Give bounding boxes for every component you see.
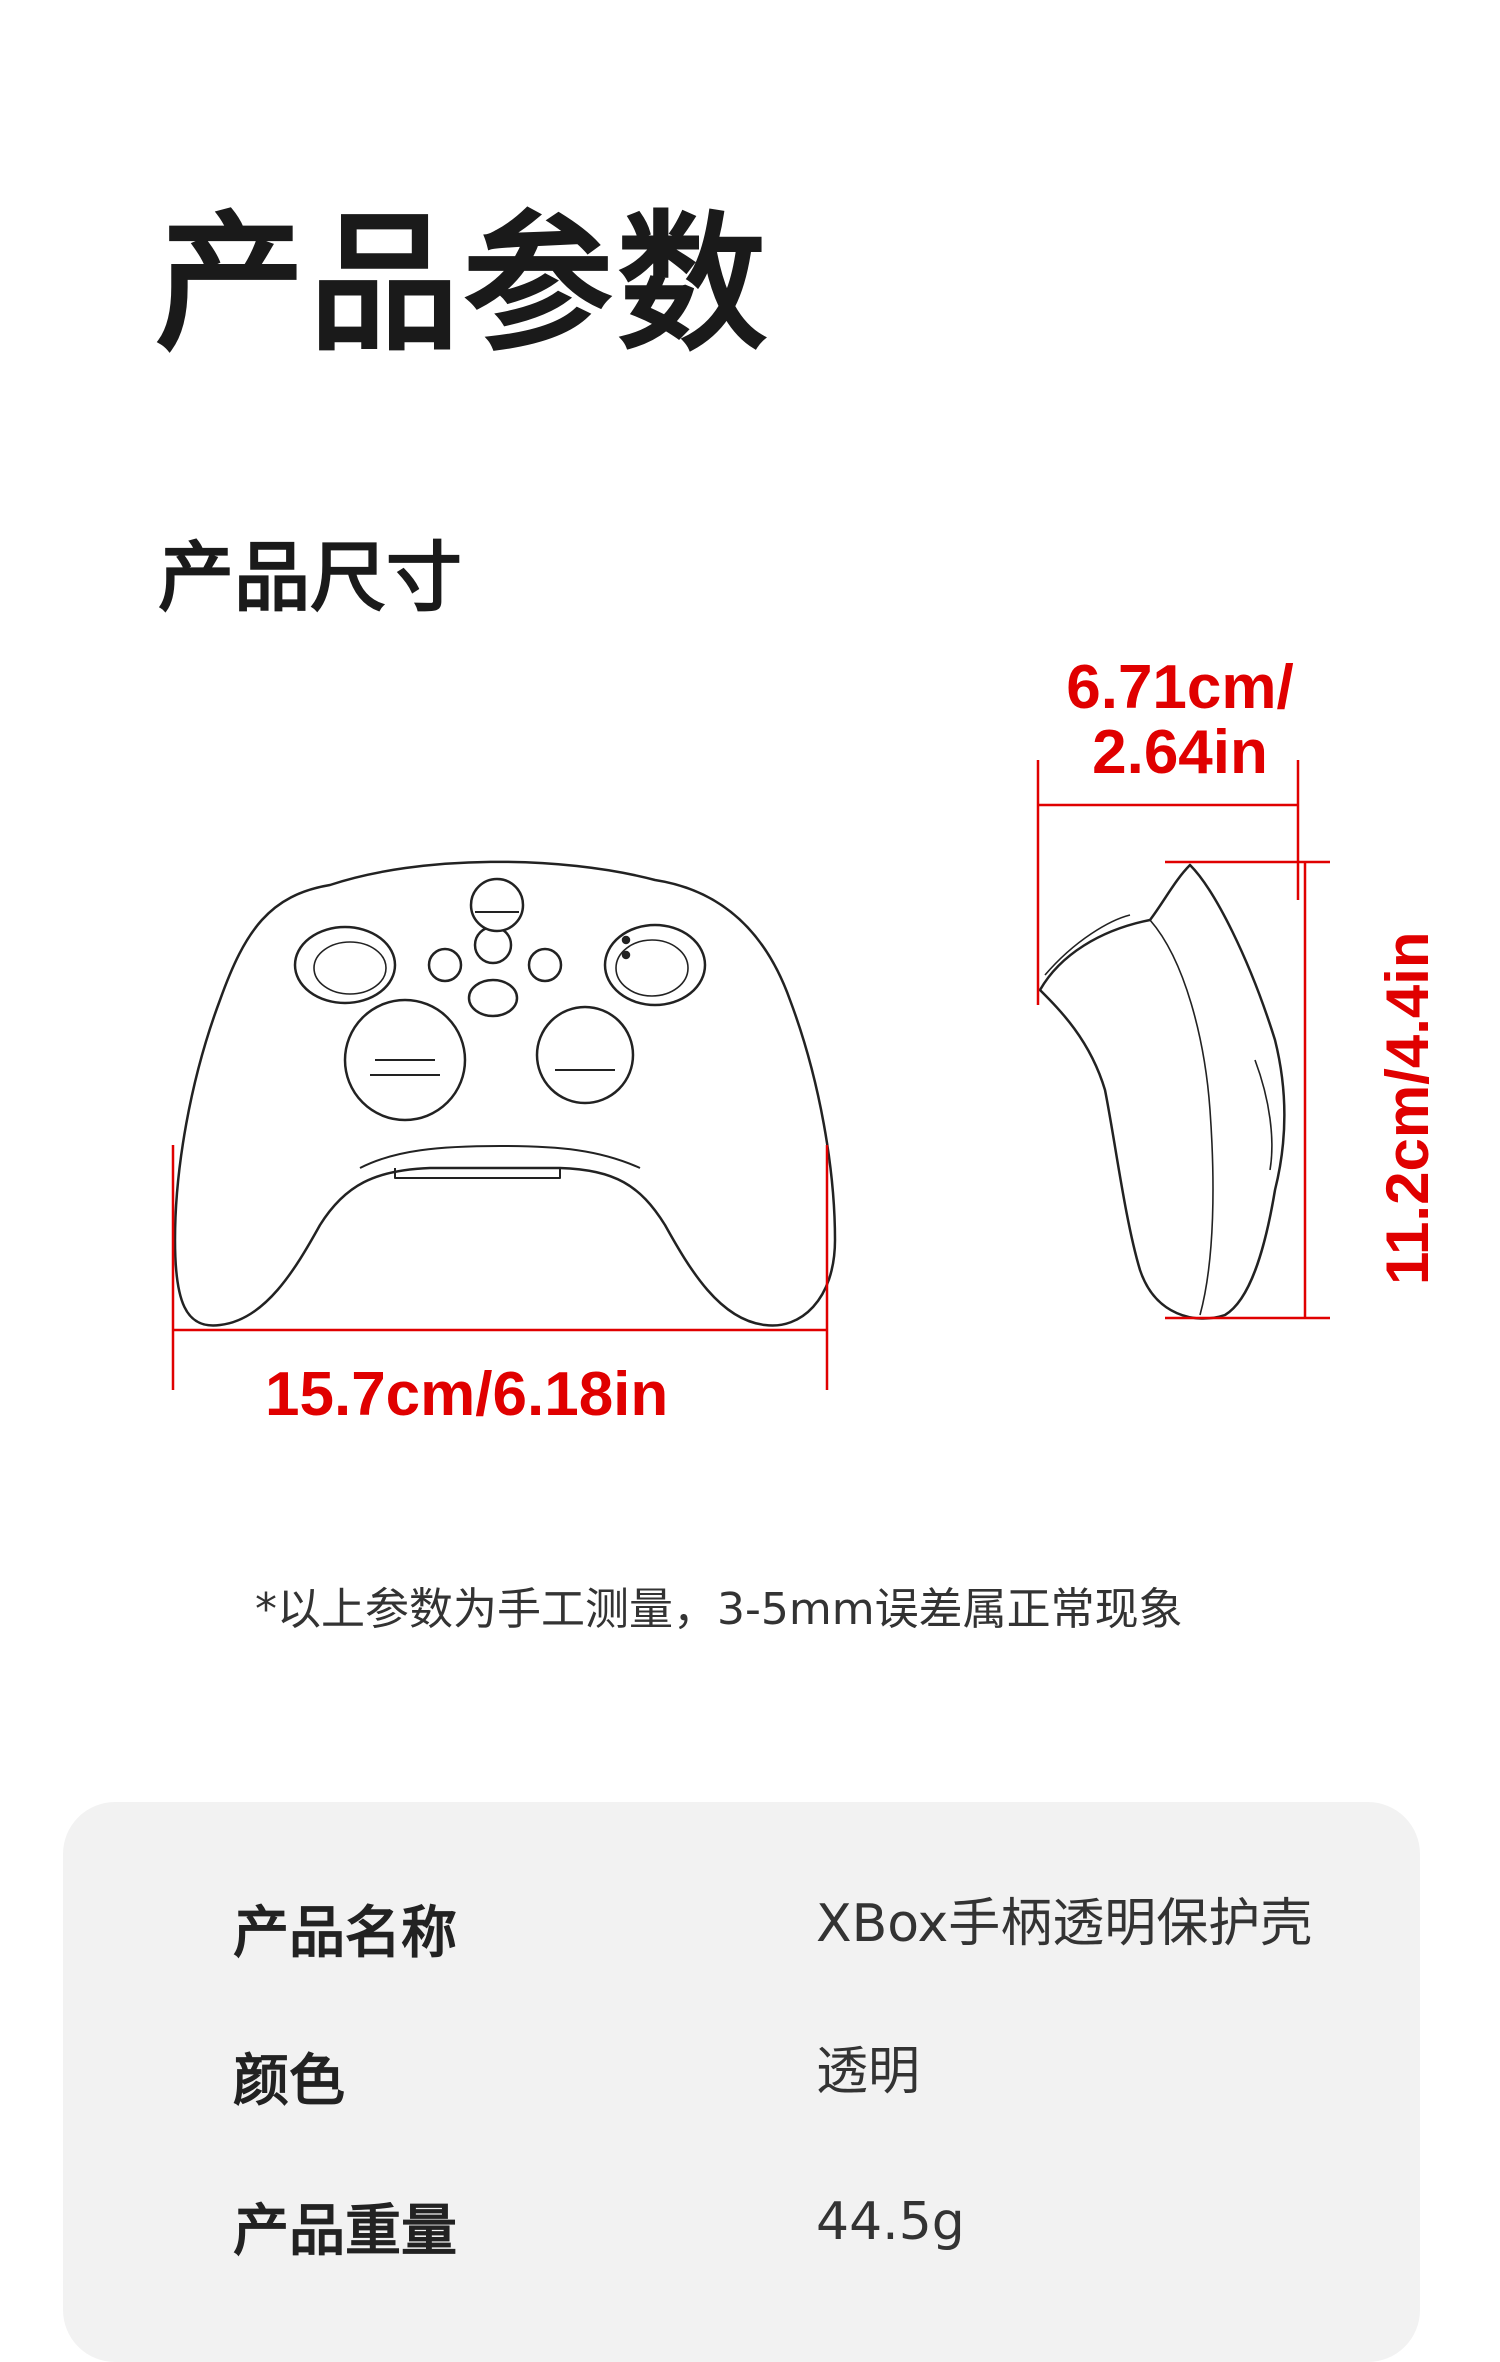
section-title-dimensions: 产品尺寸: [158, 533, 462, 622]
depth-dimension-in: 2.64in: [1092, 718, 1268, 788]
height-dimension-label: 11.2cm/4.4in: [1374, 931, 1441, 1285]
spec-value: 透明: [816, 2042, 921, 2102]
depth-dimension-cm: 6.71cm/: [1066, 653, 1294, 722]
spec-row-weight: 产品重量 44.5g: [63, 2186, 1420, 2266]
spec-value: XBox手柄透明保护壳: [816, 1894, 1313, 1954]
depth-dimension-line: [1036, 760, 1300, 1005]
spec-row-name: 产品名称 XBox手柄透明保护壳: [63, 1888, 1420, 1968]
depth-dimension-label: 6.71cm/ 2.64in: [1040, 655, 1320, 785]
spec-value: 44.5g: [816, 2192, 965, 2252]
page-title: 产品参数: [155, 198, 772, 372]
controller-front-view-icon: [173, 860, 837, 1327]
spec-label: 产品重量: [233, 2199, 457, 2264]
width-dimension-line: [171, 1145, 829, 1390]
controller-side-view-icon: [1038, 863, 1286, 1320]
spec-row-color: 颜色 透明: [63, 2036, 1420, 2116]
measurement-note: *以上参数为手工测量，3-5mm误差属正常现象: [255, 1584, 1183, 1635]
spec-label: 产品名称: [233, 1901, 457, 1966]
width-dimension-label: 15.7cm/6.18in: [265, 1360, 669, 1429]
spec-panel: 产品名称 XBox手柄透明保护壳 颜色 透明 产品重量 44.5g: [63, 1802, 1420, 2362]
height-dimension-line: [1165, 860, 1330, 1320]
spec-label: 颜色: [233, 2049, 345, 2114]
